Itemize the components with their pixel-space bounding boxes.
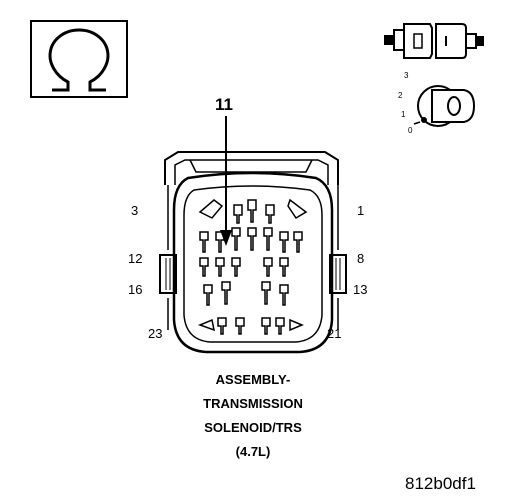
ignition-position-label: 0 [408, 126, 413, 135]
pin-label-21: 21 [327, 326, 342, 341]
pin-label-13: 13 [353, 282, 368, 297]
pin-label-8: 8 [357, 251, 365, 266]
pin-label-3: 3 [131, 203, 139, 218]
pin-label-16: 16 [128, 282, 143, 297]
figure-id: 812b0df1 [405, 474, 476, 493]
caption-line-2: TRANSMISSION [203, 396, 303, 411]
caption-line-3: SOLENOID/TRS [204, 420, 302, 435]
pin-label-12: 12 [128, 251, 143, 266]
ohmmeter-symbol-box [30, 20, 128, 98]
ignition-position-label: 3 [404, 71, 409, 80]
ignition-key-icon [413, 85, 476, 127]
pin-label-23: 23 [148, 326, 163, 341]
callout-pin-number: 11 [215, 95, 233, 114]
ohm-symbol-icon [30, 20, 128, 98]
pin-label-1: 1 [357, 203, 365, 218]
caption-line-1: ASSEMBLY- [215, 372, 291, 387]
ignition-position-label: 2 [398, 91, 403, 100]
caption-line-4: (4.7L) [235, 444, 271, 459]
ignition-position-label: 1 [401, 110, 406, 119]
connector-plug-icon [384, 23, 484, 59]
